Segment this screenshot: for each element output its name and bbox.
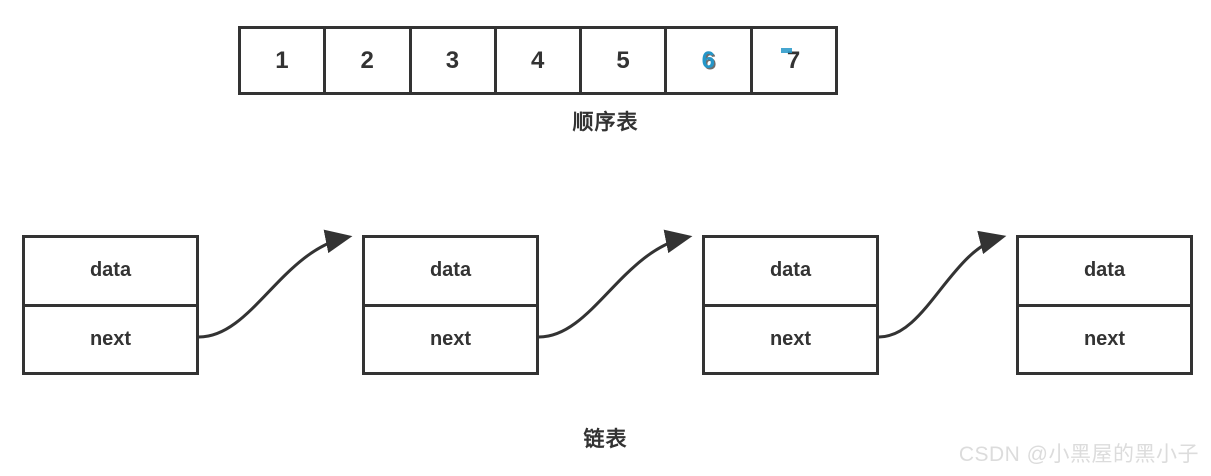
linked-list-label: 链表 xyxy=(583,428,628,451)
sequential-list-table: 1 2 3 4 5 6 7 xyxy=(238,26,838,95)
linked-list-node: data next xyxy=(702,235,879,375)
node-data-field: data xyxy=(365,238,536,307)
sequential-list-label: 顺序表 xyxy=(0,106,1211,136)
node-data-field: data xyxy=(1019,238,1190,307)
node-next-field: next xyxy=(769,327,812,350)
node-next-field: next xyxy=(429,327,472,350)
linked-list-node: data next xyxy=(362,235,539,375)
sequential-list-cell: 5 xyxy=(582,29,668,92)
pointer-arrow-2 xyxy=(538,229,693,339)
node-data-field: data xyxy=(25,238,196,307)
sequential-list-cell: 4 xyxy=(497,29,583,92)
node-data-field: data xyxy=(705,238,876,307)
sequential-list-cell: 3 xyxy=(412,29,497,92)
sequential-list-cell-highlighted: 6 xyxy=(667,29,753,92)
sequential-list-cell: 7 xyxy=(753,29,835,92)
linked-list-node: data next xyxy=(22,235,199,375)
pointer-arrow-3 xyxy=(878,230,1007,339)
sequential-list-cell: 1 xyxy=(241,29,327,92)
sequential-list-label-text: 顺序表 xyxy=(573,106,643,136)
linked-list-node: data next xyxy=(1016,235,1193,375)
pointer-arrow-1 xyxy=(198,229,353,339)
csdn-watermark: CSDN @小黑屋的黑小子 xyxy=(958,443,1199,466)
node-next-field: next xyxy=(1083,327,1126,350)
sequential-list-cell: 2 xyxy=(326,29,412,92)
node-next-field: next xyxy=(89,327,132,350)
